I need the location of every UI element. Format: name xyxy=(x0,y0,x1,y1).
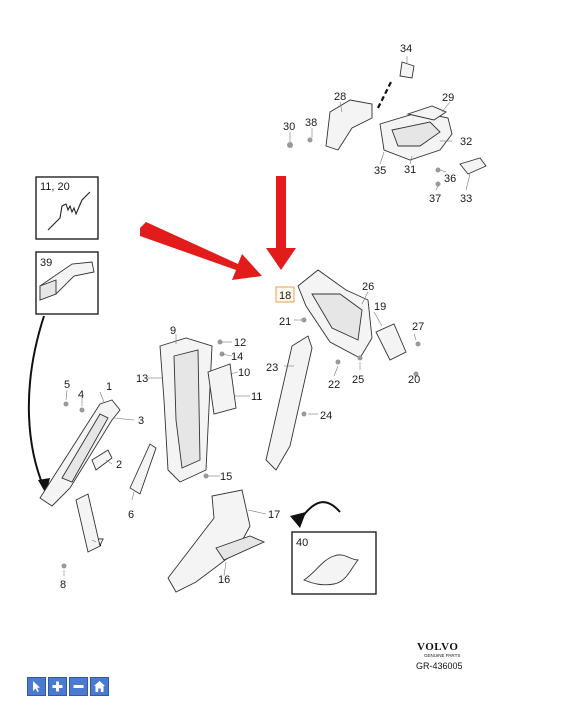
left-assembly xyxy=(39,389,157,576)
callout-labels: 1 2 3 4 5 6 7 8 9 10 11 12 13 14 15 16 1… xyxy=(60,43,472,591)
callout-30: 30 xyxy=(283,121,295,133)
zoom-out-button[interactable] xyxy=(69,677,88,696)
red-arrow-diagonal xyxy=(140,222,262,280)
zoom-toolbar xyxy=(27,677,109,696)
volvo-logo-subtext: GENUINE PARTS xyxy=(424,653,460,658)
zoom-in-icon xyxy=(52,681,63,692)
callout-18: 18 xyxy=(279,290,291,302)
callout-10: 10 xyxy=(238,367,250,379)
callout-38: 38 xyxy=(305,117,317,129)
callout-2: 2 xyxy=(116,459,122,471)
cursor-icon xyxy=(33,681,40,692)
inset-handle-label: 39 xyxy=(40,257,52,269)
volvo-logo-text: VOLVO xyxy=(417,641,458,653)
inset-pad-label: 40 xyxy=(296,537,308,549)
callout-31: 31 xyxy=(404,164,416,176)
inset-pad xyxy=(291,531,377,595)
callout-32: 32 xyxy=(460,136,472,148)
callout-14: 14 xyxy=(231,351,243,363)
callout-26: 26 xyxy=(362,281,374,293)
callout-13: 13 xyxy=(136,373,148,385)
callout-29: 29 xyxy=(442,92,454,104)
callout-12: 12 xyxy=(234,337,246,349)
callout-24: 24 xyxy=(320,410,332,422)
highlight-arrows xyxy=(140,176,296,280)
callout-33: 33 xyxy=(460,193,472,205)
callout-1: 1 xyxy=(106,381,112,393)
callout-9: 9 xyxy=(170,325,176,337)
callout-4: 4 xyxy=(78,389,84,401)
top-assembly xyxy=(287,56,487,191)
callout-34: 34 xyxy=(400,43,412,55)
red-arrow-down xyxy=(266,176,296,270)
home-icon xyxy=(94,681,105,692)
callout-25: 25 xyxy=(352,374,364,386)
highlight-box-18 xyxy=(275,286,295,303)
zoom-in-button[interactable] xyxy=(48,677,67,696)
callout-37: 37 xyxy=(429,193,441,205)
callout-8: 8 xyxy=(60,579,66,591)
inset-spring-label: 11, 20 xyxy=(40,181,70,193)
diagram-code: GR-436005 xyxy=(416,661,463,671)
callout-22: 22 xyxy=(328,379,340,391)
callout-7: 7 xyxy=(98,537,104,549)
home-button[interactable] xyxy=(90,677,109,696)
callout-19: 19 xyxy=(374,301,386,313)
callout-5: 5 xyxy=(64,379,70,391)
middle-assembly xyxy=(148,334,267,593)
volvo-logo: VOLVO GENUINE PARTS xyxy=(417,641,460,658)
zoom-out-icon xyxy=(73,685,84,688)
callout-20: 20 xyxy=(408,374,420,386)
cursor-button[interactable] xyxy=(27,677,46,696)
callout-23: 23 xyxy=(266,362,278,374)
callout-6: 6 xyxy=(128,509,134,521)
right-assembly xyxy=(265,269,421,471)
callout-21: 21 xyxy=(279,316,291,328)
callout-27: 27 xyxy=(412,321,424,333)
callout-15: 15 xyxy=(220,471,232,483)
callout-36: 36 xyxy=(444,173,456,185)
inset-spring xyxy=(35,176,99,240)
callout-11: 11 xyxy=(251,391,262,403)
callout-16: 16 xyxy=(218,574,230,586)
inset-handle xyxy=(35,251,99,315)
callout-3: 3 xyxy=(138,415,144,427)
callout-35: 35 xyxy=(374,165,386,177)
callout-28: 28 xyxy=(334,91,346,103)
callout-17: 17 xyxy=(268,509,280,521)
